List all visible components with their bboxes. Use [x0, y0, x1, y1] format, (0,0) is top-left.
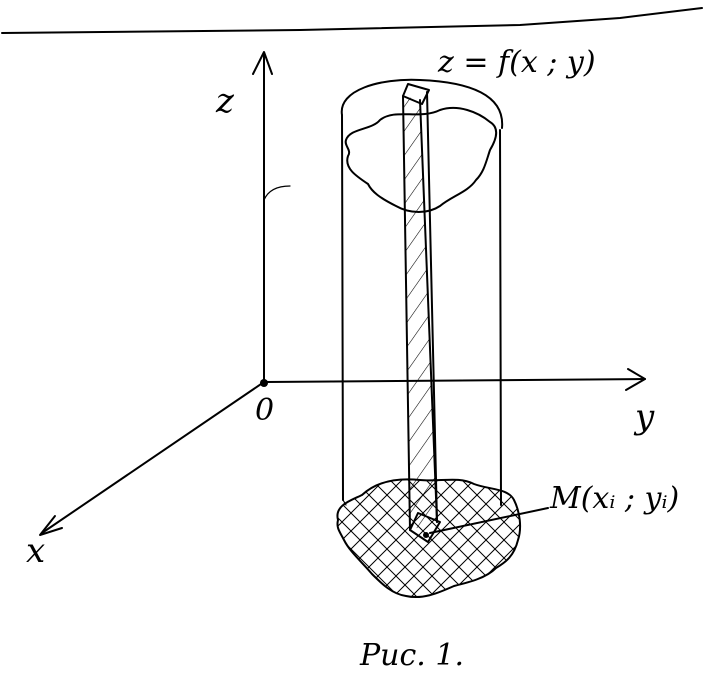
- x-axis-label: x: [26, 531, 45, 571]
- z-axis-label: z: [215, 81, 235, 121]
- point-m: [423, 532, 429, 538]
- origin-point: [260, 379, 268, 387]
- cylinder-right-edge: [499, 129, 502, 506]
- origin-label: 0: [255, 393, 274, 428]
- point-m-label: M(xᵢ ; yᵢ): [549, 481, 679, 516]
- surface-top-outline: [340, 78, 504, 129]
- base-cell: [409, 512, 441, 543]
- y-axis: [265, 368, 646, 391]
- top-edge-line: [1, 7, 703, 34]
- surface-equation-label: z = f(x ; y): [437, 45, 596, 80]
- cylinder-left-edge: [341, 114, 344, 501]
- pointer-line: [429, 507, 549, 534]
- angle-arc: [263, 185, 291, 201]
- figure-caption: Рис. 1.: [359, 638, 464, 673]
- domain-region: [336, 478, 522, 598]
- column-prism: [402, 83, 438, 531]
- z-axis: [252, 51, 273, 383]
- x-axis: [39, 381, 265, 536]
- base-edge-left: [342, 499, 347, 506]
- y-axis-label: y: [633, 397, 655, 437]
